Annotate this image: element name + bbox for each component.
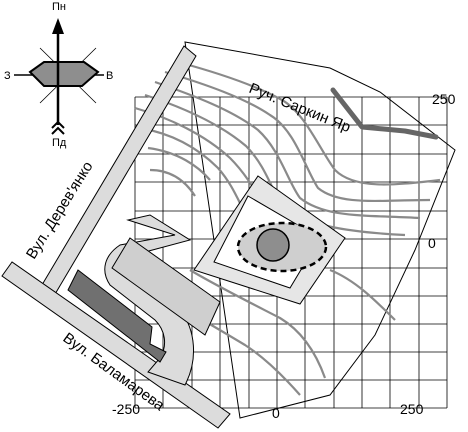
wind-rose-shape [28,61,100,87]
contour-line [147,146,211,181]
south-arrow-icon [51,120,65,129]
contour-line [189,269,327,379]
y-tick-250: 250 [432,91,456,107]
site-boundary [184,41,456,419]
contour-line [329,268,396,321]
x-tick-minus250: -250 [112,401,140,417]
x-tick-250: 250 [400,401,424,417]
street-label-stream: Руч. Саркин Яр [247,80,353,136]
north-arrow-icon [52,18,64,34]
y-tick-0: 0 [428,235,436,251]
compass-east-label: В [106,70,113,82]
object-center [256,228,290,262]
contour-line [154,80,421,220]
contour-lines [134,60,441,396]
compass-west-label: З [4,70,11,82]
compass-south-label: Пд [52,137,67,149]
x-tick-0: 0 [272,405,280,421]
building-dark [67,269,167,363]
compass-north-label: Пн [52,1,66,13]
contour-line [144,93,406,237]
building-light [111,237,221,336]
compass-rose: Пн Пд З В [4,1,113,149]
stream-line [330,87,439,140]
contour-line [177,60,441,186]
contour-line [139,126,247,216]
contour-line [164,70,431,203]
street-label-derevianko: Вул. Дерев'янко [23,158,97,262]
contour-line [149,168,196,197]
